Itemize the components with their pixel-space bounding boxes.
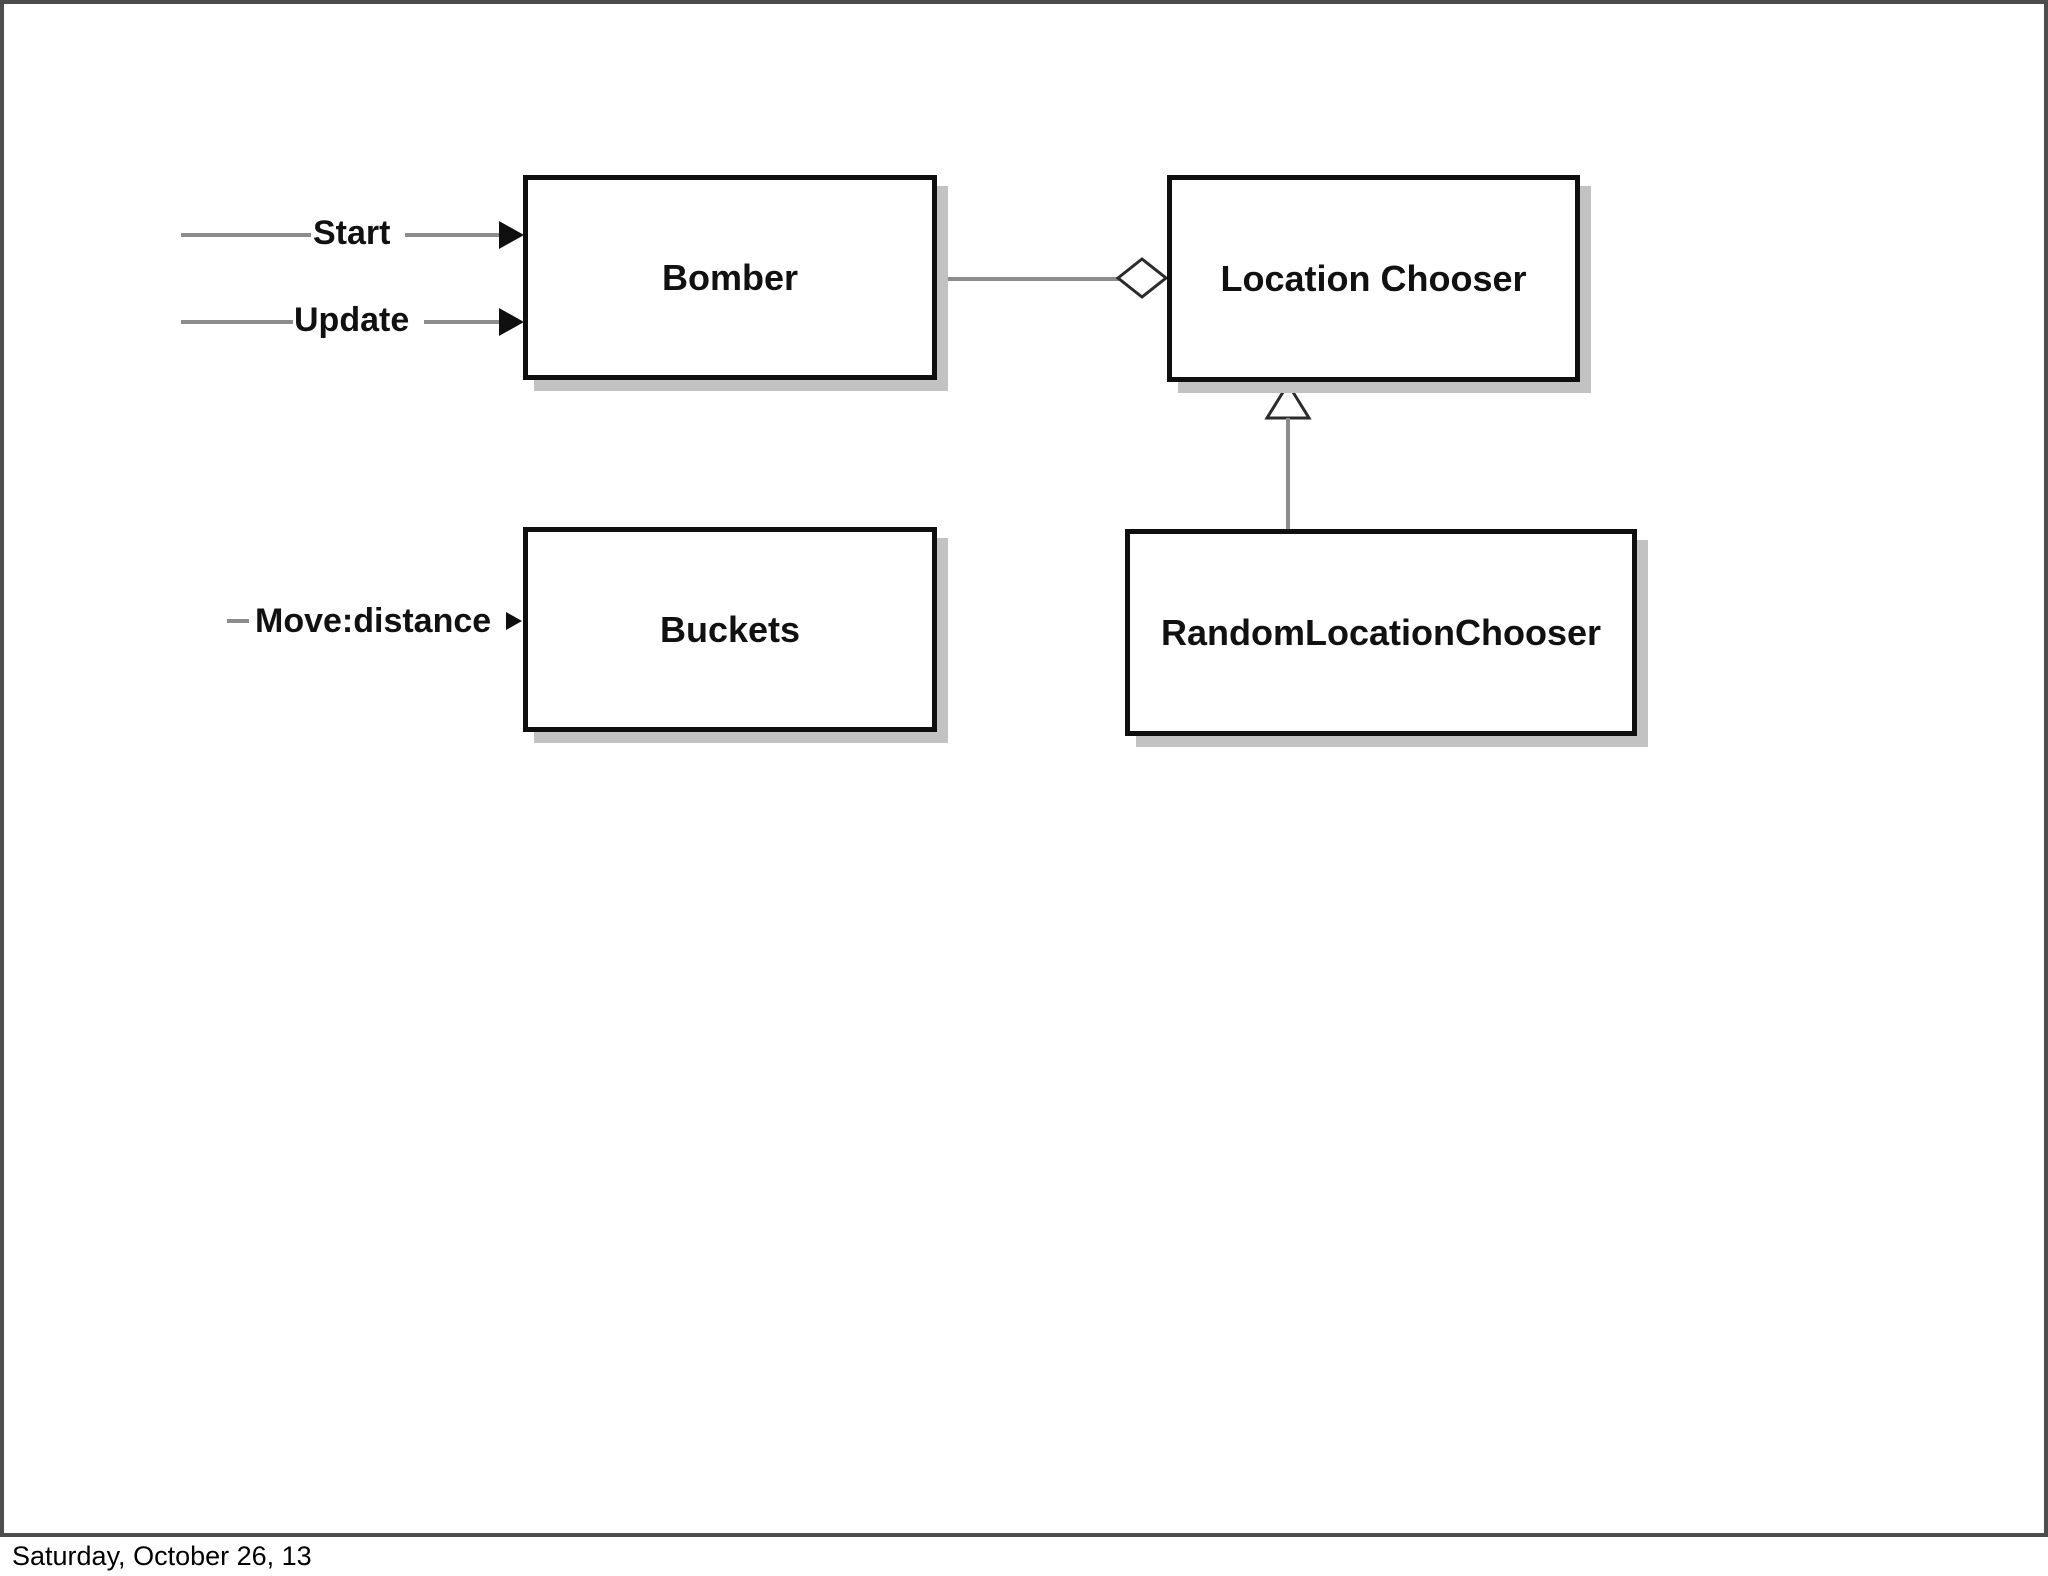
aggregation-diamond-icon <box>1116 257 1168 299</box>
node-bomber-label: Bomber <box>661 256 799 298</box>
inheritance-line <box>1286 418 1290 529</box>
start-arrow-line-right <box>405 233 500 237</box>
node-bomber: Bomber <box>523 175 937 380</box>
start-arrow-line-left <box>181 233 311 237</box>
node-location-chooser: Location Chooser <box>1167 175 1580 382</box>
update-arrow-label: Update <box>294 301 410 339</box>
inheritance-triangle-icon <box>1264 381 1312 420</box>
node-buckets-label: Buckets <box>659 608 801 650</box>
footer-date: Saturday, October 26, 13 <box>12 1541 312 1571</box>
start-arrow-label: Start <box>313 214 391 252</box>
slide-frame <box>0 0 2048 1537</box>
move-arrow-dash <box>227 619 249 623</box>
node-random-location-chooser-label: RandomLocationChooser <box>1160 611 1601 653</box>
update-arrow-line-right <box>424 320 500 324</box>
update-arrow-line-left <box>181 320 293 324</box>
aggregation-line <box>937 277 1120 281</box>
node-buckets: Buckets <box>523 527 937 732</box>
node-location-chooser-label: Location Chooser <box>1220 257 1527 299</box>
start-arrowhead-icon <box>499 221 524 249</box>
update-arrowhead-icon <box>499 308 524 336</box>
move-arrow-label: Move:distance <box>255 602 492 640</box>
move-arrowhead-icon <box>506 612 522 630</box>
node-random-location-chooser: RandomLocationChooser <box>1125 529 1637 736</box>
